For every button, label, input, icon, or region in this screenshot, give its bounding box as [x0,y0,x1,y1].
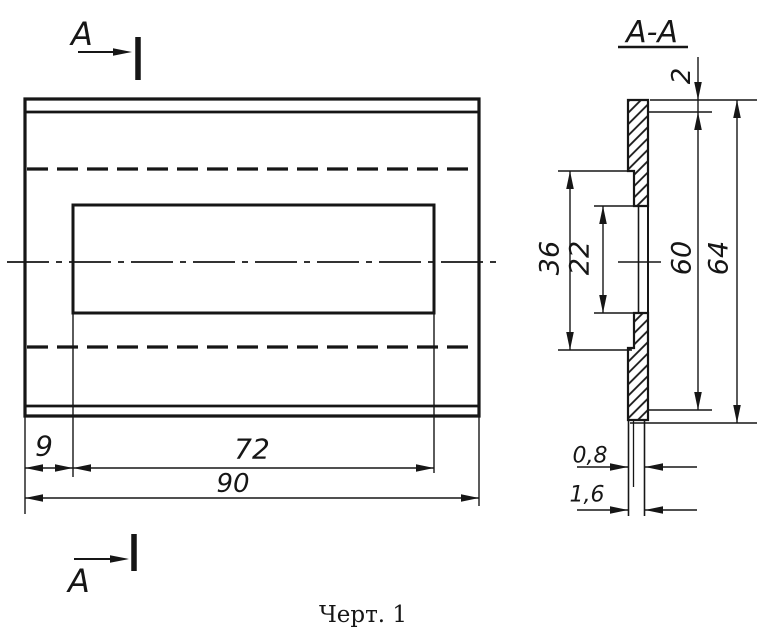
dim-36-label: 36 [535,241,566,275]
section-view-arrowheads [566,82,741,514]
cut-arrowhead-top [113,48,132,56]
dim-72-label: 72 [234,433,270,466]
dim-9-label: 9 [35,430,53,463]
section-wall-lower [626,311,650,422]
arrowhead [461,494,479,502]
arrowhead [694,112,702,130]
arrowhead [73,464,91,472]
section-view: А-А [618,15,688,516]
window-rectangle [71,203,436,315]
arrowhead [566,332,574,350]
arrowhead [694,392,702,410]
dim-16-label: 1,6 [570,483,605,508]
arrowhead [733,100,741,118]
front-view [7,97,500,418]
dim-2-label: 2 [667,68,697,85]
dim-90-label: 90 [216,469,249,499]
arrowhead [733,405,741,423]
dim-08-label: 0,8 [573,444,608,469]
front-view-dimensions [24,313,480,514]
section-cut-marks: А А [66,15,141,600]
section-wall-upper [626,98,650,208]
arrowhead [599,295,607,313]
dim-60-label: 60 [667,241,698,275]
arrowhead [645,506,663,514]
cut-letter-bottom: А [66,562,90,600]
drawing-caption: Черт. 1 [319,602,407,628]
arrowhead [610,463,628,471]
outer-rectangle [23,97,481,418]
arrowhead [566,171,574,189]
arrowhead [599,206,607,224]
arrowhead [610,506,628,514]
arrowhead [645,463,663,471]
arrowhead [55,464,73,472]
arrowhead [25,464,43,472]
section-view-dimensions [558,57,757,511]
arrowhead [416,464,434,472]
front-view-arrowheads [25,464,479,502]
dim-22-label: 22 [565,241,596,275]
arrowhead [25,494,43,502]
section-title: А-А [624,15,678,50]
arrowhead [694,82,702,100]
cut-arrowhead-bottom [110,555,129,563]
cut-letter-top: А [69,15,93,53]
dim-64-label: 64 [704,241,735,275]
